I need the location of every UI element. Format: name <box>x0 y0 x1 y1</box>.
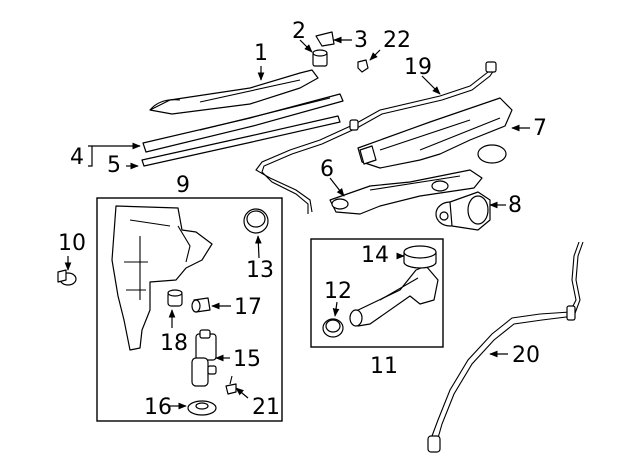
callout-21: 21 <box>252 395 280 420</box>
callout-9: 9 <box>176 173 190 198</box>
callout-20: 20 <box>512 343 540 368</box>
callout-12: 12 <box>324 279 352 304</box>
level-sensor <box>191 297 211 313</box>
callout-19: 19 <box>404 55 432 80</box>
callout-6: 6 <box>320 157 334 182</box>
cover <box>315 31 335 47</box>
washer-hose-upper <box>255 61 497 214</box>
callout-2: 2 <box>292 19 306 44</box>
wiper-motor <box>435 191 491 231</box>
washer-pump <box>191 329 217 387</box>
wiper-blade <box>142 93 344 153</box>
callout-11: 11 <box>370 354 398 379</box>
leader-lines <box>64 36 530 410</box>
mounting-screw <box>57 269 77 286</box>
bolt <box>225 375 237 395</box>
callout-8: 8 <box>508 193 522 218</box>
callout-14: 14 <box>361 243 389 268</box>
callout-4: 4 <box>70 145 84 170</box>
callout-16: 16 <box>144 395 172 420</box>
reservoir-group-box <box>96 197 283 422</box>
washer-hose-lower <box>427 241 584 453</box>
reservoir-grommet <box>243 208 269 234</box>
clip <box>357 59 369 73</box>
callout-10: 10 <box>58 231 86 256</box>
callout-17: 17 <box>234 295 262 320</box>
filler-cap <box>403 245 437 269</box>
callout-7: 7 <box>533 116 547 141</box>
callout-13: 13 <box>246 258 274 283</box>
wiper-transmission <box>357 97 513 169</box>
pump-grommet <box>167 289 183 307</box>
pump-seal <box>187 400 217 416</box>
callout-labels: 1 2 3 22 4 5 19 7 6 8 9 10 13 14 12 17 1… <box>58 19 547 420</box>
callout-22: 22 <box>383 28 411 53</box>
washer-reservoir <box>111 205 213 351</box>
callout-3: 3 <box>354 28 368 53</box>
filler-group-box <box>310 238 444 348</box>
callout-1: 1 <box>254 41 268 66</box>
callout-18: 18 <box>160 331 188 356</box>
callout-5: 5 <box>107 153 121 178</box>
blade-insert <box>141 115 341 167</box>
wiper-linkage <box>329 169 483 215</box>
callout-15: 15 <box>233 347 261 372</box>
nut-cap <box>312 49 328 67</box>
wiper-arm <box>149 69 319 115</box>
filler-neck <box>349 265 439 327</box>
filler-seal <box>322 318 344 338</box>
